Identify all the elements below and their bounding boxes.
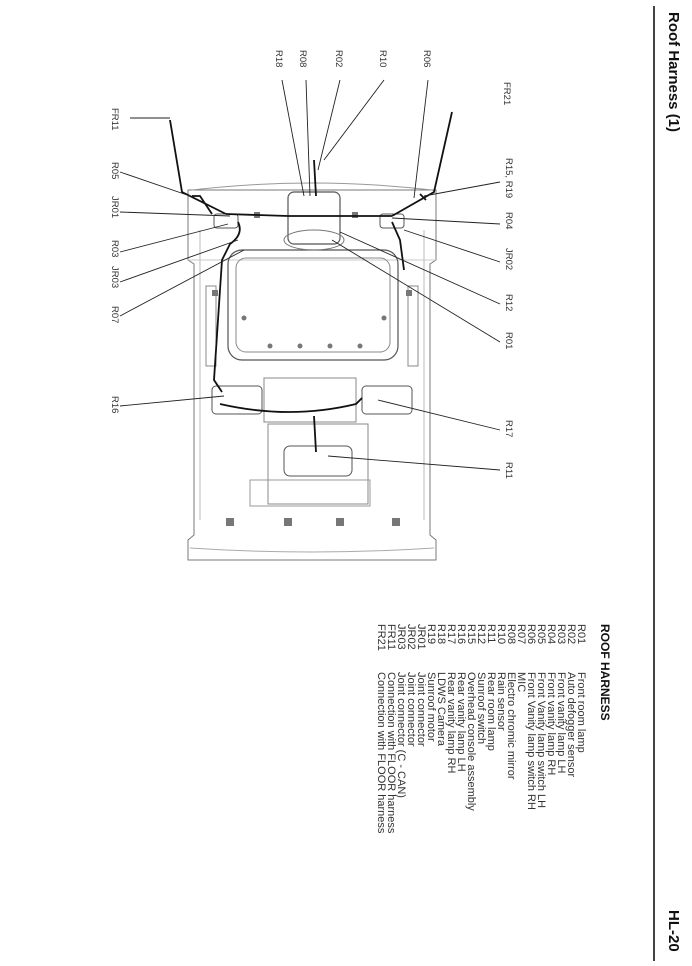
callout-r10: R10 <box>377 50 388 67</box>
callout-r01: R01 <box>503 332 514 349</box>
callout-r11: R11 <box>503 462 514 479</box>
callout-r18: R18 <box>273 50 284 67</box>
overhead-console <box>287 191 341 245</box>
rear-vanity-lamp-lh <box>211 385 263 415</box>
callout-r04: R04 <box>503 212 514 229</box>
harness-wiring <box>169 111 453 453</box>
callout-r17: R17 <box>503 420 514 437</box>
center-overhead-module <box>263 377 357 423</box>
callout-r08: R08 <box>297 50 308 67</box>
callout-r03: R03 <box>109 240 120 257</box>
callout-fr11: FR11 <box>109 108 120 131</box>
front-edge-curve <box>191 182 433 191</box>
callout-r12: R12 <box>503 294 514 311</box>
callout-r05: R05 <box>109 162 120 179</box>
callout-jr01: JR01 <box>109 196 120 218</box>
rear-edge-curve <box>189 547 435 553</box>
callout-r15-r19: R15, R19 <box>503 158 514 198</box>
sunroof-opening <box>227 249 399 361</box>
rear-room-lamp-housing <box>283 445 353 477</box>
page-border-rule <box>653 6 655 961</box>
callout-jr03: JR03 <box>109 266 120 288</box>
callout-r07: R07 <box>109 306 120 323</box>
rear-vanity-lamp-rh <box>361 385 413 415</box>
callout-r16: R16 <box>109 396 120 413</box>
callout-fr21: FR21 <box>501 82 512 105</box>
callout-r02: R02 <box>333 50 344 67</box>
callout-r06: R06 <box>421 50 432 67</box>
callout-leaders <box>119 79 501 471</box>
callout-jr02: JR02 <box>503 248 514 270</box>
front-vanity-lamp-rh <box>379 213 405 229</box>
